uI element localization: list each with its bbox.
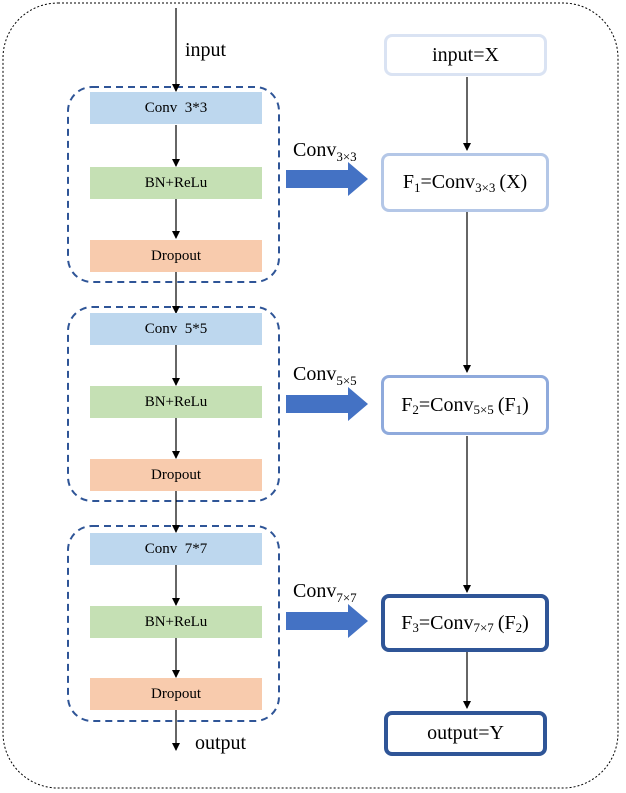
conv-layer-3: Conv 7*7 — [90, 533, 262, 565]
bn-relu-layer-3: BN+ReLu — [90, 606, 262, 638]
arrow-label-2: Conv5×5 — [293, 363, 357, 388]
input-label: input — [185, 39, 227, 61]
conv-arrow-1 — [286, 162, 368, 196]
bn-relu-layer-2: BN+ReLu — [90, 386, 262, 418]
conv-arrow-3 — [286, 604, 368, 638]
dropout-layer-2: Dropout — [90, 459, 262, 491]
arrow-label-1: Conv3×3 — [293, 139, 357, 164]
outer-frame — [2, 2, 619, 789]
dropout-layer-1: Dropout — [90, 240, 262, 272]
output-y-box: output=Y — [384, 711, 547, 756]
output-label: output — [195, 732, 247, 754]
dropout-layer-3: Dropout — [90, 678, 262, 710]
bn-relu-layer-1: BN+ReLu — [90, 167, 262, 199]
conv-layer-2: Conv 5*5 — [90, 313, 262, 345]
arrow-label-3: Conv7×7 — [293, 580, 357, 605]
input-x-box: input=X — [384, 34, 547, 76]
conv-arrow-2 — [286, 387, 368, 421]
conv-layer-1: Conv 3*3 — [90, 92, 262, 124]
